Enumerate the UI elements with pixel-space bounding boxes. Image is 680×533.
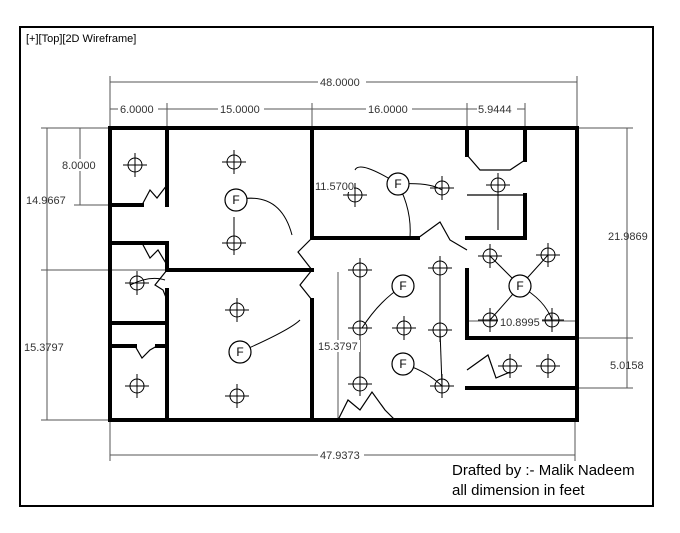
light-fixture-icon <box>430 176 454 200</box>
light-fixture-icon <box>540 308 564 332</box>
light-fixture-icon <box>222 150 246 174</box>
dim-interior-1: 11.5700 <box>315 181 354 193</box>
fan-fixtures: F F F F F F <box>224 172 532 376</box>
light-fixture-icon <box>125 374 149 398</box>
light-fixture-icon <box>225 298 249 322</box>
light-fixture-icon <box>430 374 454 398</box>
light-fixture-icon <box>125 271 149 295</box>
fan-fixture-label: F <box>399 357 406 371</box>
fan-fixture-label: F <box>399 279 406 293</box>
dim-top-seg-3: 16.0000 <box>368 104 408 116</box>
viewport-label[interactable]: [+][Top][2D Wireframe] <box>26 33 137 45</box>
fan-fixture-icon: F <box>386 172 410 196</box>
fan-fixture-label: F <box>516 279 523 293</box>
walls <box>108 126 579 422</box>
fan-fixture-icon: F <box>224 188 248 212</box>
fan-fixture-icon: F <box>391 274 415 298</box>
dim-left-lower: 15.3797 <box>24 342 64 354</box>
fan-fixture-icon: F <box>508 274 532 298</box>
dim-top-seg-2: 15.0000 <box>220 104 260 116</box>
light-fixture-icon <box>536 243 560 267</box>
dim-interior-2: 15.3797 <box>318 341 358 353</box>
dimension-labels: 48.0000 6.0000 15.0000 16.0000 5.9444 47… <box>24 76 648 462</box>
dim-top-seg-1: 6.0000 <box>120 104 154 116</box>
fan-fixture-icon: F <box>391 352 415 376</box>
light-fixture-icon <box>428 256 452 280</box>
fan-fixture-label: F <box>236 345 243 359</box>
fan-fixture-label: F <box>394 177 401 191</box>
light-fixtures <box>123 150 564 408</box>
light-fixture-icon <box>498 354 522 378</box>
light-fixture-icon <box>392 316 416 340</box>
light-fixture-icon <box>478 244 502 268</box>
dim-top-seg-4: 5.9444 <box>478 104 512 116</box>
light-fixture-icon <box>348 372 372 396</box>
dim-left-upper: 14.9667 <box>26 195 66 207</box>
fan-fixture-icon: F <box>228 340 252 364</box>
dim-right-lower: 5.0158 <box>610 360 644 372</box>
fan-fixture-label: F <box>232 193 239 207</box>
light-fixture-icon <box>536 354 560 378</box>
light-fixture-icon <box>343 183 367 207</box>
dim-left-room: 8.0000 <box>62 160 96 172</box>
light-fixture-icon <box>225 384 249 408</box>
dimension-lines <box>41 76 633 461</box>
light-fixture-icon <box>123 153 147 177</box>
door-swings <box>134 154 526 421</box>
light-fixture-icon <box>428 318 452 342</box>
dim-overall-top: 48.0000 <box>320 77 360 89</box>
dim-overall-bottom: 47.9373 <box>320 450 360 462</box>
drafted-by-note: Drafted by :- Malik Nadeem <box>452 462 635 479</box>
light-fixture-icon <box>348 258 372 282</box>
units-note: all dimension in feet <box>452 482 585 499</box>
light-fixture-icon <box>348 316 372 340</box>
light-fixture-icon <box>486 173 510 197</box>
dim-right-upper: 21.9869 <box>608 231 648 243</box>
dim-interior-3: 10.8995 <box>500 317 540 329</box>
light-fixture-icon <box>222 231 246 255</box>
wiring <box>129 166 553 387</box>
